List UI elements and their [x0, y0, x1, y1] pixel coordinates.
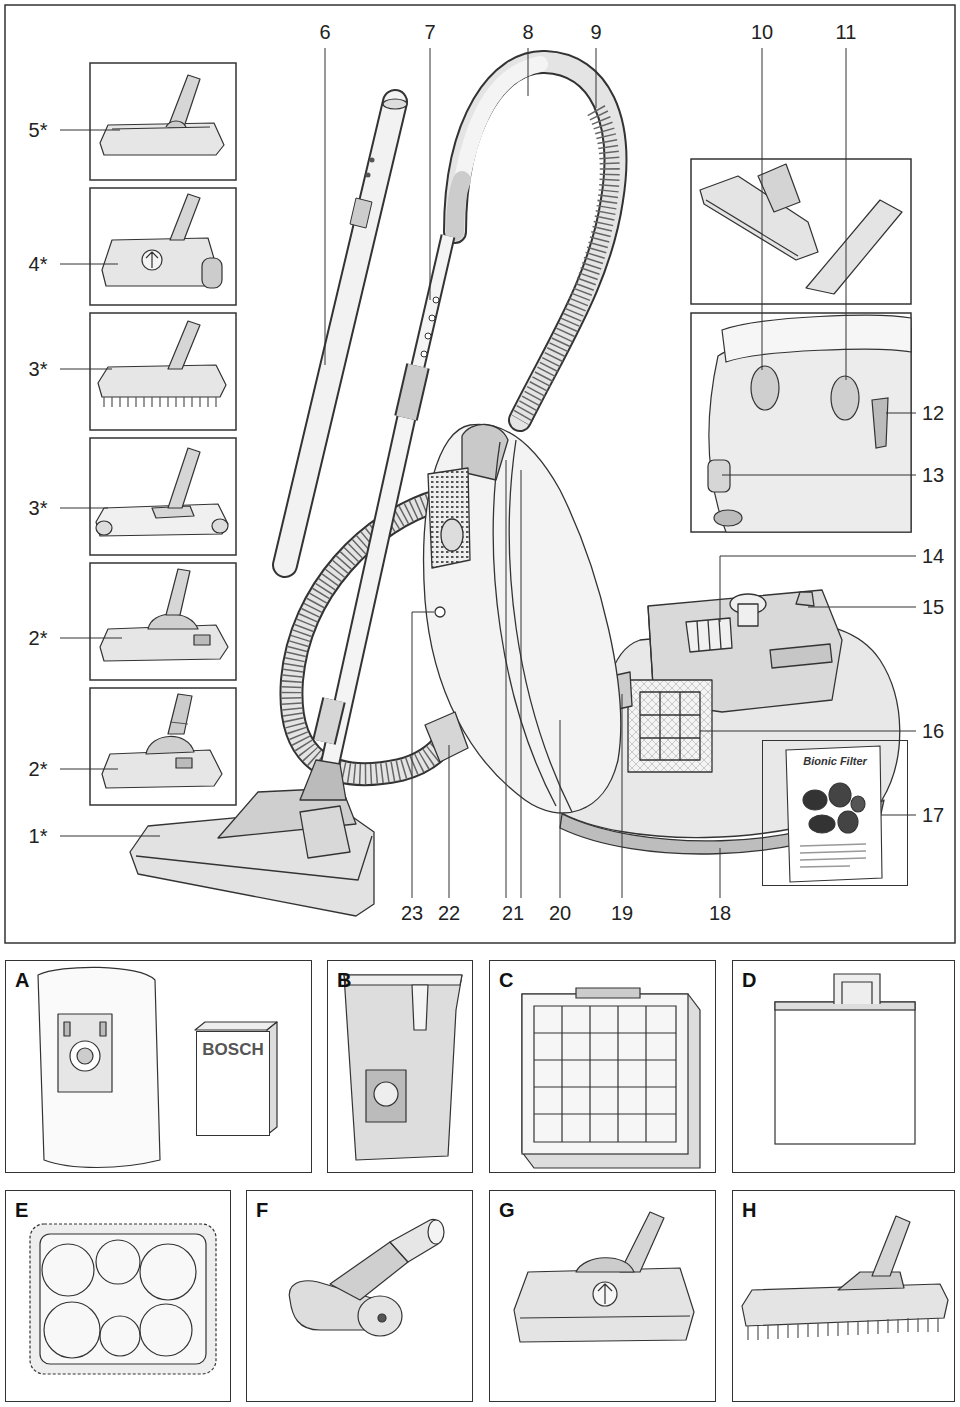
panel: E [5, 1190, 231, 1402]
dust-bag-b [344, 975, 462, 1160]
callout-number: 3* [29, 359, 48, 379]
front-shell [424, 424, 621, 813]
panel: D [732, 960, 955, 1173]
callout-number: 2* [29, 628, 48, 648]
panel-letter: D [742, 969, 756, 991]
hepa-filter [522, 988, 700, 1168]
filter-inset: Bionic Filter [762, 740, 908, 886]
callout-number: 11 [836, 22, 857, 42]
turbo-nozzle [514, 1212, 694, 1342]
callout-number: 8 [522, 22, 533, 42]
brand-name: BOSCH [197, 1041, 269, 1060]
frames [5, 5, 955, 943]
body-detail [708, 315, 911, 532]
callout-number: 4* [29, 254, 48, 274]
callout-number: 6 [319, 22, 330, 42]
callout-number: 23 [401, 903, 423, 923]
callout-number: 10 [751, 22, 773, 42]
panel-letter: H [742, 1199, 756, 1221]
panel: C [489, 960, 716, 1173]
motor-filter [775, 974, 915, 1144]
callout-number: 14 [922, 546, 944, 566]
callout-number: 20 [549, 903, 571, 923]
callout-number: 18 [709, 903, 731, 923]
callout-number: 19 [611, 903, 633, 923]
callout-number: 3* [29, 498, 48, 518]
callout-number: 7 [424, 22, 435, 42]
parquet-nozzle [742, 1216, 948, 1340]
callout-number: 21 [502, 903, 524, 923]
panel-letter: A [15, 969, 29, 991]
panel-letter: C [499, 969, 513, 991]
callout-number: 16 [922, 721, 944, 741]
pack-label: Bionic Filter [763, 755, 907, 767]
callout-number: 12 [922, 403, 944, 423]
callout-number: 15 [922, 597, 944, 617]
callout-number: 5* [29, 120, 48, 140]
callout-number: 17 [922, 805, 944, 825]
callout-number: 13 [922, 465, 944, 485]
callout-number: 9 [590, 22, 601, 42]
turbo-brush [289, 1219, 444, 1336]
panel: G [489, 1190, 716, 1402]
panel: A BOSCH [5, 960, 312, 1173]
bag-box: BOSCH [196, 1031, 270, 1136]
panel-letter: B [337, 969, 351, 991]
panel: H [732, 1190, 955, 1402]
leader-lines [60, 48, 916, 898]
foam-filter [30, 1224, 216, 1374]
accessory-tools [700, 164, 902, 294]
panel-letter: G [499, 1199, 515, 1221]
dust-bag-a [38, 967, 277, 1167]
callout-number: 22 [438, 903, 460, 923]
callout-number: 1* [29, 826, 48, 846]
panel: B [327, 960, 473, 1173]
nozzle-thumbnails [96, 75, 228, 788]
panel-letter: F [256, 1199, 268, 1221]
panel: F [246, 1190, 473, 1402]
panel-letter: E [15, 1199, 28, 1221]
floor-nozzle [130, 760, 374, 916]
callout-number: 2* [29, 759, 48, 779]
